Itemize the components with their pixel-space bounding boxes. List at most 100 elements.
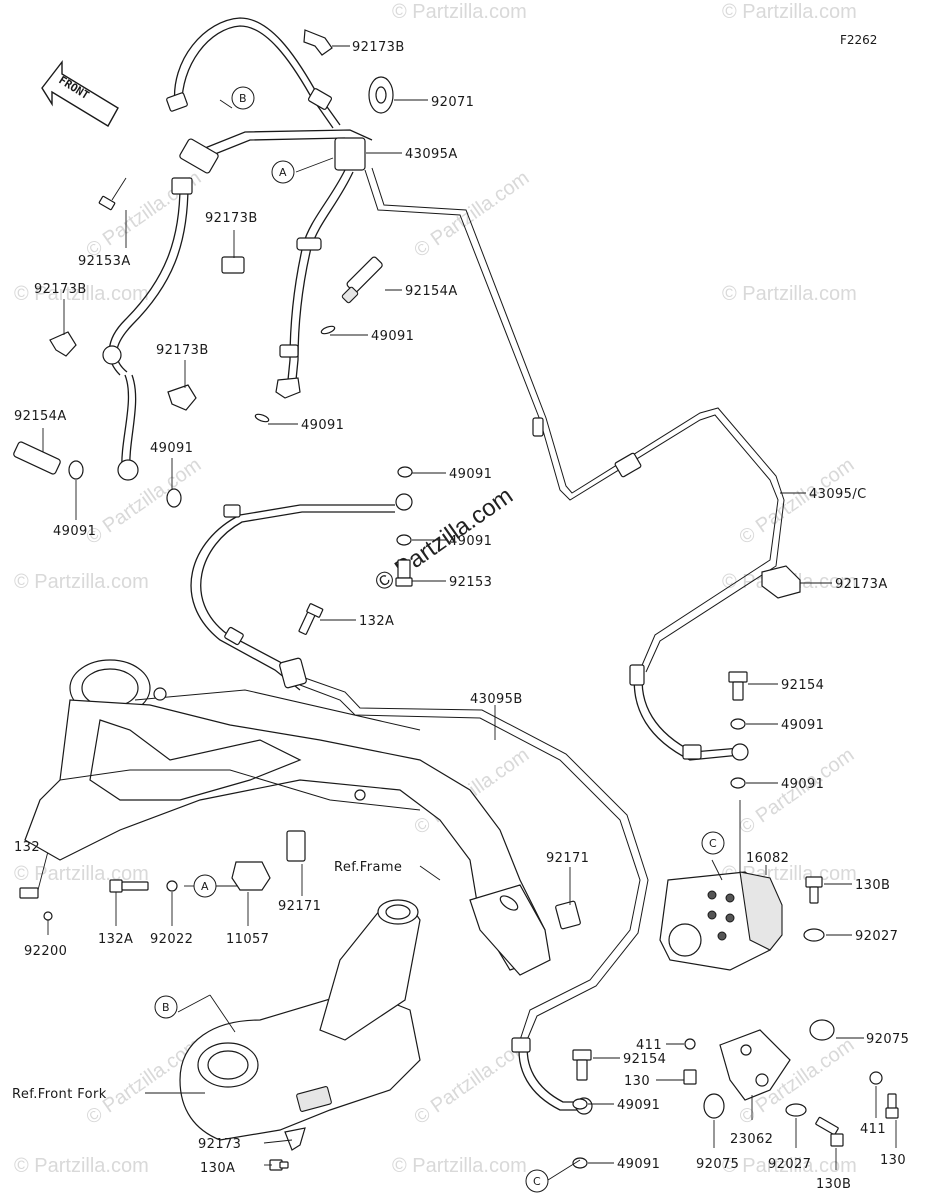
hose-fitting	[171, 177, 193, 195]
hose-left-lower-outer	[129, 374, 137, 471]
watermark: © Partzilla.com	[392, 1155, 527, 1177]
part-label-92071: 92071	[431, 95, 474, 110]
ref-front-fork-label: Ref.Front Fork	[12, 1087, 107, 1102]
banjo-fitting	[102, 345, 122, 365]
pipe-43095c	[364, 169, 779, 671]
part-label-49091: 49091	[617, 1098, 660, 1113]
bolt-92154a-left	[13, 441, 61, 475]
part-label-130b: 130B	[855, 878, 890, 893]
front-arrow-icon	[41, 59, 119, 127]
part-label-43095b: 43095B	[470, 692, 523, 707]
part-label-92173b: 92173B	[205, 211, 258, 226]
part-label-92154a: 92154A	[14, 409, 67, 424]
hose-left-lower	[121, 374, 130, 471]
junction-block-132a	[279, 657, 307, 689]
part-label-130: 130	[624, 1074, 650, 1089]
abs-motor	[668, 923, 702, 957]
part-label-411: 411	[636, 1038, 662, 1053]
callout-a-letter: A	[201, 880, 209, 893]
part-label-130b: 130B	[816, 1177, 851, 1192]
part-label-130a: 130A	[200, 1161, 235, 1176]
watermark: © Partzilla.com	[82, 454, 205, 549]
leader-lines	[42, 45, 897, 1181]
pipe-43095b	[299, 684, 641, 1041]
clamp-92173a	[761, 565, 801, 599]
hose-upper-left	[173, 17, 341, 126]
part-label-92153a: 92153A	[78, 254, 131, 269]
hose-fitting	[296, 237, 322, 251]
part-label-49091: 49091	[449, 467, 492, 482]
callout-b-letter: B	[162, 1001, 170, 1014]
frame-gusset	[89, 719, 302, 801]
pipe-joint	[614, 452, 642, 478]
hose-fitting	[307, 88, 333, 110]
washer-49091	[166, 488, 182, 508]
clamp-92173b	[303, 29, 333, 56]
pipe-flare-nut	[532, 417, 544, 437]
watermark: © Partzilla.com	[722, 1155, 857, 1177]
washer-49091	[254, 413, 270, 423]
part-label-23062: 23062	[730, 1132, 773, 1147]
part-label-411: 411	[860, 1122, 886, 1137]
front-fork-bracket	[179, 899, 421, 1141]
hose-fitting	[682, 744, 702, 760]
damper-92075	[703, 1093, 725, 1119]
frame-lower-edge	[59, 769, 421, 811]
hose-upper-left-outer	[181, 25, 334, 129]
abs-port	[725, 913, 735, 923]
hose-fitting	[166, 92, 188, 112]
part-label-132: 132	[14, 840, 40, 855]
part-label-132a: 132A	[98, 932, 133, 947]
hose-right-lower-outer	[641, 669, 741, 753]
abs-port	[707, 910, 717, 920]
part-label-92075: 92075	[866, 1032, 909, 1047]
abs-port	[725, 893, 735, 903]
bolt-130b-low	[815, 1116, 844, 1147]
part-label-92173a: 92173A	[835, 577, 888, 592]
part-label-132a: 132A	[359, 614, 394, 629]
bolt-92154-low	[572, 1049, 592, 1081]
bolt-130b-top	[805, 876, 823, 904]
hose-joint-b	[199, 129, 373, 151]
part-label-92027: 92027	[855, 929, 898, 944]
part-label-92154: 92154	[623, 1052, 666, 1067]
washer-49091	[572, 1157, 588, 1169]
part-label-49091: 49091	[150, 441, 193, 456]
part-label-43095a: 43095A	[405, 147, 458, 162]
frame-pivot-bracket	[469, 884, 551, 976]
hose-fitting	[629, 664, 645, 686]
watermark: © Partzilla.com	[722, 283, 857, 305]
callouts: A B A B C C	[154, 86, 725, 1193]
callout-c	[525, 1169, 549, 1193]
hose-joint-b-outer	[204, 137, 346, 159]
bolt-132a-top	[298, 603, 324, 635]
hose-fitting	[279, 344, 299, 358]
part-label-11057: 11057	[226, 932, 269, 947]
washer-49091	[320, 325, 336, 335]
front-arrow: FRONT	[41, 59, 119, 127]
part-label-130: 130	[880, 1153, 906, 1168]
part-label-92075: 92075	[696, 1157, 739, 1172]
bolt-92153	[395, 559, 413, 587]
callout-c-letter: C	[709, 837, 717, 850]
callout-b-letter: B	[239, 92, 247, 105]
grommet-92071-hole	[375, 86, 387, 104]
frame	[24, 659, 551, 976]
washer-49091	[572, 1098, 588, 1110]
callout-b	[154, 995, 178, 1019]
part-labels: 92173B 92071 43095A 92173B 92153A 92173B…	[12, 40, 909, 1192]
banjo-fitting	[395, 493, 413, 511]
bolt-132a-bottom	[109, 879, 149, 893]
part-label-92171: 92171	[546, 851, 589, 866]
callout-b	[231, 86, 255, 110]
watermark: © Partzilla.com	[410, 167, 533, 262]
callout-c-letter: C	[533, 1175, 541, 1188]
banjo-fitting	[731, 743, 749, 761]
watermark-layer: © Partzilla.com © Partzilla.com © Partzi…	[14, 1, 858, 1177]
watermark: © Partzilla.com	[722, 1, 857, 23]
damper-92075	[809, 1019, 835, 1041]
hose-guide	[296, 1086, 332, 1112]
hose-main-loop-outer	[200, 511, 395, 683]
junction-block-b	[179, 138, 219, 174]
diagram-code: F2262	[840, 33, 877, 47]
